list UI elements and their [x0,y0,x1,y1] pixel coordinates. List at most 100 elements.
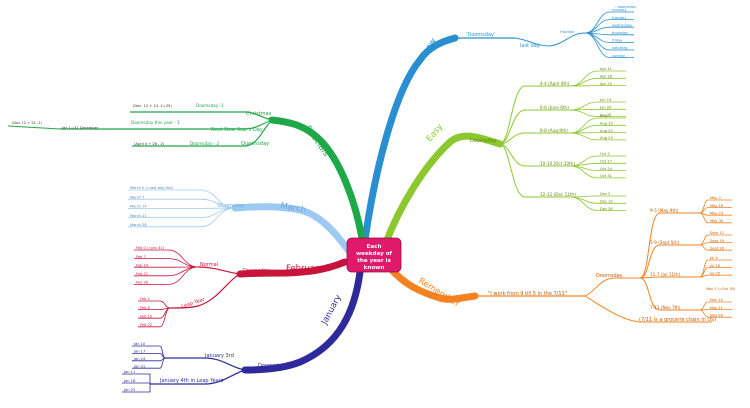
february-date[interactable]: Feb 14 [136,263,149,267]
january-date[interactable]: Jan 24 [133,357,146,361]
easy-date[interactable]: Apr 11 [600,67,612,71]
easy-date[interactable]: Aug 1 [600,114,610,118]
remember-date[interactable]: May 16 [710,204,724,208]
know-doomsday[interactable]: 'Doomsday' [466,32,495,38]
january-label[interactable]: January [319,293,343,327]
easy-date[interactable]: Dec 26 [600,207,613,211]
march-date[interactable]: March 0 (=last day Feb) [130,186,174,190]
easy-date[interactable]: Aug 22 [600,129,613,133]
easy-group-label[interactable]: 10-10 (Oct 10th) [540,161,575,166]
february-leap-date[interactable]: Feb 15 [140,314,152,318]
remember-date-connector [699,242,732,246]
january-leap[interactable]: January 4th in Leap Years [159,378,224,384]
remember-date[interactable]: Nov 14 [710,298,723,302]
january-normal[interactable]: January 3rd [204,353,234,359]
easy-group-label[interactable]: 6-6 (June 6th) [540,105,569,110]
know-day-connector [584,32,634,58]
easy-date[interactable]: Aug 29 [600,136,613,140]
remember-date[interactable]: Jul 18 [709,264,721,268]
remember-group-connector [639,276,700,279]
easy-date[interactable]: Oct 31 [600,174,612,178]
remember-date[interactable]: Jul 25 [709,271,720,275]
march-label[interactable]: March [279,201,306,215]
know-day[interactable]: saturday [612,46,629,50]
january-normal-dates: Jan 10 Jan 17 Jan 24 Jan 31 [132,342,166,369]
january-doomsday[interactable]: Doomsday [258,363,285,369]
know-day[interactable]: sunday [612,54,626,58]
february-date[interactable]: Feb 0 (=Jan 31) [136,246,165,250]
easy-group-connector [499,132,570,145]
march-doomsday[interactable]: Doomsday [218,203,245,209]
easy-date[interactable]: Apr 25 [600,82,612,86]
easy-group-label[interactable]: 12-12 (Dec 12th) [540,192,576,197]
remember-date[interactable]: May 23 [710,211,723,215]
january-leap-date[interactable]: Jan 18 [123,379,136,383]
march-date[interactable]: March 14 [130,205,147,209]
know-day[interactable]: tuesday [612,16,627,20]
remember-group-label[interactable]: 11-7 (Jul 11th) [650,272,680,277]
february-leap[interactable]: Leap Year [181,296,207,309]
specials-newyear-sub[interactable]: Doomsday this year - 1 [131,120,180,125]
march-date[interactable]: March 21 [130,214,147,218]
know-fraction[interactable]: Fraction [560,30,574,34]
know-day[interactable]: wednesday [612,23,633,27]
easy-date[interactable]: Jun 13 [599,98,611,102]
easy-date[interactable]: Oct 17 [600,160,612,164]
february-leap-date[interactable]: Feb 8 [140,306,151,310]
specials-label[interactable]: Specials [303,124,332,159]
specials-newyear[interactable]: Next New Year's Day [211,127,263,133]
easy-label[interactable]: Easy [425,122,446,144]
remember-date[interactable]: Sept 12 [710,231,724,235]
remember-date[interactable]: Jul 4 [709,256,718,260]
know-day[interactable]: friday [612,39,623,43]
easy-date[interactable]: Jun 20 [599,106,612,110]
easy-group-label[interactable]: 8-8 (Aug 8th) [540,128,568,133]
march-date[interactable]: March 7 [130,195,144,199]
know-last-day[interactable]: last day [520,43,540,49]
remember-doomsday[interactable]: Doomsday [596,273,623,279]
easy-date[interactable]: Oct 24 [600,167,613,171]
know-day[interactable]: thursday [612,31,629,35]
easy-date[interactable]: Apr 18 [600,75,613,79]
february-doomsday[interactable]: Doomsday [243,268,270,274]
january-date[interactable]: Jan 31 [133,364,145,368]
easy-date[interactable]: Aug 15 [600,122,613,126]
january-leap-date[interactable]: Jan 25 [123,388,135,392]
february-date[interactable]: Feb 21 [136,272,148,276]
january-leap-date[interactable]: Jan 11 [123,370,135,374]
remember-date[interactable]: Sept 19 [710,239,725,243]
remember-date[interactable]: Nov 21 [710,306,723,310]
specials-christmas[interactable]: Christmas [246,111,272,117]
january-date[interactable]: Jan 17 [133,350,145,354]
february-leap-date[interactable]: Feb 22 [140,323,152,327]
easy-doomsday[interactable]: Doomsday [470,138,497,144]
specials-christmas-sub[interactable]: Doomsday -1 [196,103,224,108]
february-date[interactable]: Feb 28 [136,281,149,285]
remember-group-label[interactable]: 7-11 (Nov 7th) [650,305,681,310]
remember-group-label[interactable]: 9-5 (May 9th) [650,208,679,213]
remember-phrase[interactable]: "I work from 9 till 5 in the 7/11" [488,291,567,297]
easy-date[interactable]: Oct 3 [600,152,610,156]
remember-chain[interactable]: (7/11 is a grocerie chain in US) [639,317,716,323]
march-date[interactable]: March 28 [130,223,147,227]
january-date[interactable]: Jan 10 [133,342,146,346]
february-leap-date[interactable]: Feb 1 [140,297,150,301]
remember-date[interactable]: Sept 26 [710,246,725,250]
easy-date[interactable]: Jun 27 [599,113,611,117]
remember-nov-note[interactable]: Nov 1 (=Oct 30) [706,287,736,291]
remember-group-label[interactable]: 5-9 (Sept 5th) [650,240,680,245]
remember-date[interactable]: May 2 [710,196,721,200]
know-day[interactable]: monday [612,8,627,12]
center-node[interactable] [346,237,402,273]
february-normal[interactable]: Normal [200,262,218,268]
easy-date[interactable]: Dec 5 [600,192,610,196]
specials-queensday-sub[interactable]: Doomsday - 2 [190,141,219,146]
february-label[interactable]: February [286,264,324,274]
remember-date[interactable]: May 30 [710,219,724,223]
february-date[interactable]: Feb 7 [136,255,146,259]
remember-group-connector [639,212,700,279]
specials-queensday[interactable]: Queensday [241,141,269,147]
easy-date[interactable]: Dec 19 [600,200,613,204]
easy-group-label[interactable]: 4-4 (April 4th) [540,81,570,86]
remember-date[interactable]: Nov 28 [710,313,723,317]
